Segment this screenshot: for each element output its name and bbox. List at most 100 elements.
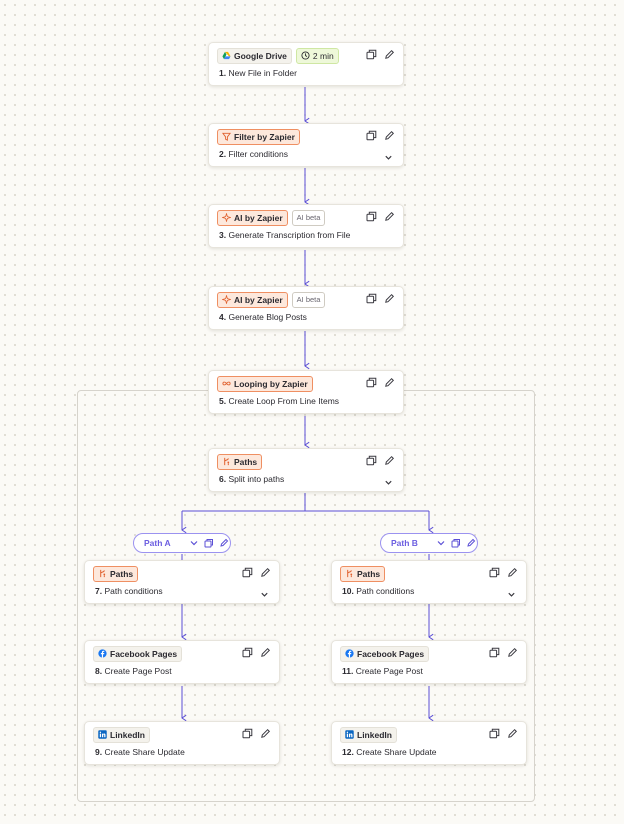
step-card-6[interactable]: Paths 6. Split into paths [208, 448, 404, 492]
edit-pencil-icon[interactable] [384, 211, 395, 222]
step-label: Create Page Post [355, 666, 423, 676]
duplicate-icon[interactable] [242, 647, 253, 658]
edit-pencil-icon[interactable] [384, 293, 395, 304]
step-header: Looping by Zapier [217, 375, 313, 392]
paths-icon [222, 457, 231, 466]
step-label: Filter conditions [228, 149, 288, 159]
duplicate-icon[interactable] [489, 647, 500, 658]
duplicate-icon[interactable] [366, 455, 377, 466]
step-header: Filter by Zapier [217, 128, 300, 145]
duplicate-icon[interactable] [242, 728, 253, 739]
step-card-11[interactable]: Facebook Pages 11. Create Page Post [331, 640, 527, 684]
duplicate-icon[interactable] [242, 567, 253, 578]
step-card-8[interactable]: Facebook Pages 8. Create Page Post [84, 640, 280, 684]
chevron-down-icon[interactable] [436, 538, 446, 548]
app-name: Looping by Zapier [234, 378, 308, 389]
path-a-label: Path A [144, 538, 171, 548]
chevron-down-icon[interactable] [384, 474, 393, 485]
google-drive-icon [222, 51, 231, 60]
app-badge: Looping by Zapier [217, 375, 313, 392]
app-name: Facebook Pages [110, 648, 178, 659]
step-number: 4. [219, 312, 227, 322]
step-title: 11. Create Page Post [342, 666, 423, 676]
step-card-4[interactable]: AI by Zapier AI beta 4. Generate Blog Po… [208, 286, 404, 330]
step-header: Facebook Pages [340, 645, 430, 662]
step-title: 4. Generate Blog Posts [219, 312, 307, 322]
app-name: Google Drive [234, 50, 287, 61]
linkedin-icon [98, 730, 107, 739]
app-badge: AI by Zapier [217, 209, 288, 226]
app-badge: LinkedIn [340, 726, 397, 743]
step-label: Create Page Post [104, 666, 172, 676]
step-title: 1. New File in Folder [219, 68, 297, 78]
duplicate-icon[interactable] [366, 377, 377, 388]
edit-pencil-icon[interactable] [260, 728, 271, 739]
app-name: LinkedIn [357, 729, 392, 740]
edit-pencil-icon[interactable] [507, 647, 518, 658]
app-name: Facebook Pages [357, 648, 425, 659]
app-badge: Facebook Pages [340, 645, 430, 662]
path-a-pill[interactable]: Path A [133, 533, 231, 553]
duplicate-icon[interactable] [489, 567, 500, 578]
edit-pencil-icon[interactable] [260, 647, 271, 658]
step-header: Google Drive 2 min [217, 47, 339, 64]
chevron-down-icon[interactable] [260, 586, 269, 597]
chevron-down-icon[interactable] [507, 586, 516, 597]
paths-icon [345, 569, 354, 578]
paths-icon [98, 569, 107, 578]
step-card-7[interactable]: Paths 7. Path conditions [84, 560, 280, 604]
app-name: Paths [357, 568, 381, 579]
app-badge: Facebook Pages [93, 645, 183, 662]
edit-pencil-icon[interactable] [384, 377, 395, 388]
step-number: 6. [219, 474, 227, 484]
facebook-icon [98, 649, 107, 658]
step-title: 8. Create Page Post [95, 666, 172, 676]
linkedin-icon [345, 730, 354, 739]
step-number: 10. [342, 586, 354, 596]
edit-pencil-icon[interactable] [384, 49, 395, 60]
edit-pencil-icon[interactable] [384, 130, 395, 141]
step-label: Path conditions [356, 586, 415, 596]
duplicate-icon[interactable] [204, 538, 214, 548]
chevron-down-icon[interactable] [384, 149, 393, 160]
edit-pencil-icon[interactable] [384, 455, 395, 466]
step-title: 2. Filter conditions [219, 149, 288, 159]
duplicate-icon[interactable] [366, 130, 377, 141]
step-label: Generate Transcription from File [228, 230, 351, 240]
step-title: 10. Path conditions [342, 586, 414, 596]
app-name: LinkedIn [110, 729, 145, 740]
app-badge: Filter by Zapier [217, 128, 300, 145]
step-card-12[interactable]: LinkedIn 12. Create Share Update [331, 721, 527, 765]
step-number: 3. [219, 230, 227, 240]
path-b-pill[interactable]: Path B [380, 533, 478, 553]
step-number: 5. [219, 396, 227, 406]
app-name: Filter by Zapier [234, 131, 295, 142]
step-card-9[interactable]: LinkedIn 9. Create Share Update [84, 721, 280, 765]
step-number: 12. [342, 747, 354, 757]
step-card-10[interactable]: Paths 10. Path conditions [331, 560, 527, 604]
app-badge: Paths [340, 565, 386, 582]
chevron-down-icon[interactable] [189, 538, 199, 548]
edit-pencil-icon[interactable] [507, 728, 518, 739]
step-label: Create Loop From Line Items [228, 396, 340, 406]
step-card-1[interactable]: Google Drive 2 min 1. New File in Folder [208, 42, 404, 86]
step-label: Split into paths [228, 474, 285, 484]
duplicate-icon[interactable] [489, 728, 500, 739]
step-number: 7. [95, 586, 103, 596]
duplicate-icon[interactable] [366, 211, 377, 222]
step-card-2[interactable]: Filter by Zapier 2. Filter conditions [208, 123, 404, 167]
edit-pencil-icon[interactable] [466, 538, 476, 548]
edit-pencil-icon[interactable] [219, 538, 229, 548]
step-card-5[interactable]: Looping by Zapier 5. Create Loop From Li… [208, 370, 404, 414]
edit-pencil-icon[interactable] [260, 567, 271, 578]
step-label: Create Share Update [104, 747, 185, 757]
duplicate-icon[interactable] [366, 293, 377, 304]
step-card-3[interactable]: AI by Zapier AI beta 3. Generate Transcr… [208, 204, 404, 248]
app-badge: LinkedIn [93, 726, 150, 743]
edit-pencil-icon[interactable] [507, 567, 518, 578]
duplicate-icon[interactable] [366, 49, 377, 60]
duplicate-icon[interactable] [451, 538, 461, 548]
sparkle-icon [222, 213, 231, 222]
step-header: AI by Zapier AI beta [217, 209, 326, 226]
app-name: AI by Zapier [234, 294, 283, 305]
